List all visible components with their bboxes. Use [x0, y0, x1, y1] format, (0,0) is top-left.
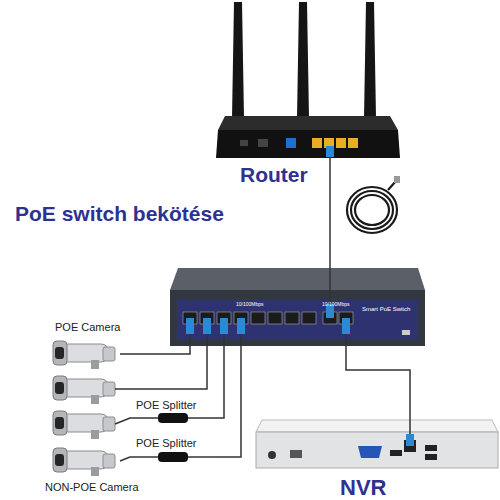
switch-port	[268, 312, 282, 324]
usb-port	[425, 454, 437, 460]
port-label: 10/100Mbps	[322, 302, 350, 307]
router-top	[218, 116, 398, 130]
camera-icon	[53, 376, 115, 404]
node-label: POE Camera	[55, 322, 120, 333]
node-label: POE Splitter	[136, 438, 197, 449]
router-illustration	[216, 2, 400, 190]
cable	[188, 417, 215, 419]
switch-port	[302, 312, 316, 324]
rj45-plug	[237, 318, 245, 334]
router-antenna	[297, 2, 309, 118]
node-label: NVR	[340, 477, 386, 499]
node-label: Router	[240, 164, 308, 185]
hdmi-port	[390, 450, 402, 456]
camera-icon	[53, 448, 115, 476]
cable	[240, 334, 242, 346]
cable-connector	[120, 346, 190, 354]
router-body	[216, 130, 400, 158]
nvr-power	[268, 451, 276, 459]
cable	[130, 456, 158, 458]
rj45-plug	[186, 318, 194, 334]
cable-connector	[215, 346, 224, 418]
router-lan-port	[336, 138, 346, 148]
camera-node: POE Camera	[35, 318, 120, 370]
switch-panel	[177, 299, 418, 340]
nvr-body	[256, 432, 498, 468]
router-button	[240, 140, 248, 146]
cable	[188, 456, 215, 458]
cable-coil	[347, 176, 400, 233]
rj45-plug	[220, 318, 228, 334]
router-lan-port	[348, 138, 358, 148]
usb-port	[425, 445, 437, 451]
router-antenna	[364, 2, 376, 118]
vga-port	[358, 446, 382, 458]
camera-icon	[53, 411, 115, 439]
node-label: Smart PoE Switch	[362, 306, 410, 312]
cable	[206, 334, 208, 346]
switch-top	[170, 268, 425, 290]
coil-loop	[351, 191, 393, 229]
cable-connector	[215, 346, 241, 457]
node-label: NON-POE Camera	[45, 482, 139, 493]
port-label: 10/100Mbps	[236, 302, 264, 307]
nvr-node: NVR	[255, 418, 500, 500]
switch-front	[170, 290, 425, 346]
router-node: Router	[215, 0, 400, 190]
rj45-plug	[406, 434, 414, 446]
nvr-switch	[290, 450, 302, 458]
nvr-illustration	[256, 418, 498, 468]
router-lan-port	[312, 138, 322, 148]
cable	[115, 346, 207, 389]
cable-connector	[329, 190, 331, 268]
splitter-body	[158, 413, 188, 423]
switch-port	[251, 312, 265, 324]
rj45-plug	[326, 146, 334, 157]
splitter-node: POE Splitter	[130, 398, 215, 426]
cable	[345, 334, 347, 346]
cable	[115, 418, 158, 424]
coil-loop	[347, 187, 397, 233]
poe-switch-node: Smart PoE Switch	[170, 268, 425, 346]
rj45-plug	[394, 176, 400, 183]
cable-connector	[346, 346, 410, 418]
reset-button	[402, 330, 410, 335]
camera-icon	[53, 341, 115, 369]
switch-port	[285, 312, 299, 324]
cable	[223, 334, 225, 346]
router-wan-port	[286, 138, 296, 148]
node-label: POE Splitter	[136, 400, 197, 411]
cable	[409, 418, 411, 436]
splitter-node: POE Splitter	[130, 436, 215, 466]
router-power-port	[258, 139, 268, 147]
switch-illustration	[170, 268, 425, 346]
cable	[189, 334, 191, 346]
coil-loop	[355, 195, 389, 225]
camera-node: NON-POE Camera	[35, 445, 120, 495]
diagram-title: PoE switch bekötése	[15, 203, 224, 224]
router-antenna	[232, 2, 244, 118]
cable-connector	[120, 457, 130, 461]
rj45-plug	[342, 318, 350, 334]
nvr-top	[256, 420, 498, 432]
rj45-plug	[203, 318, 211, 334]
cable	[329, 268, 331, 306]
splitter-body	[158, 452, 188, 462]
